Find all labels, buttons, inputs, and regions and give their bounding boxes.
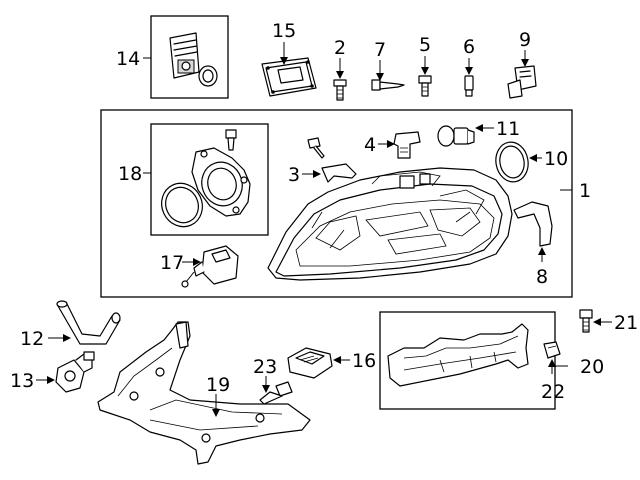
- callout-12: 12: [20, 328, 44, 350]
- callout-6: 6: [463, 36, 475, 58]
- part-4-bracket: [393, 131, 421, 159]
- callout-19: 19: [206, 374, 230, 396]
- part-5-bolt: [418, 75, 432, 97]
- part-23-bolt: [259, 381, 293, 405]
- callout-5: 5: [419, 34, 431, 56]
- part-15-ballast-module: [261, 57, 317, 97]
- part-7-screw: [371, 79, 405, 91]
- part-14-box: [150, 15, 229, 99]
- callout-13: 13: [10, 370, 34, 392]
- callout-1: 1: [579, 180, 591, 202]
- callout-20: 20: [580, 356, 604, 378]
- part-21-bolt: [579, 309, 593, 333]
- part-12-hose: [56, 300, 121, 345]
- callout-21: 21: [614, 312, 638, 334]
- part-11-bulb: [437, 125, 475, 147]
- callout-14: 14: [116, 48, 140, 70]
- part-22-clip: [543, 341, 561, 359]
- part-20-air-guide: [387, 323, 529, 387]
- callout-8: 8: [536, 266, 548, 288]
- callout-16: 16: [352, 350, 376, 372]
- part-18-box: [150, 123, 269, 236]
- part-19-mounting-bracket: [97, 321, 311, 465]
- part-8-trim-strip: [513, 201, 553, 247]
- part-9-bulb-socket: [507, 65, 537, 99]
- adjuster-screw: [307, 137, 325, 159]
- part-6-bulb: [464, 75, 474, 97]
- part-17-leveling-motor: [181, 245, 239, 288]
- callout-10: 10: [544, 148, 568, 170]
- callout-15: 15: [272, 20, 296, 42]
- callout-9: 9: [519, 29, 531, 51]
- part-14-control-module: [169, 32, 218, 87]
- callout-18: 18: [118, 163, 142, 185]
- part-10-dust-cap: [495, 141, 529, 183]
- part-16-control-unit: [287, 347, 333, 379]
- part-13-washer-pump: [55, 351, 95, 393]
- callout-22: 22: [541, 381, 565, 403]
- part-3-clip: [321, 163, 357, 183]
- callout-7: 7: [374, 39, 386, 61]
- headlamp-housing: [267, 167, 513, 281]
- callout-23: 23: [253, 356, 277, 378]
- part-18-gasket: [161, 182, 203, 228]
- headlamp-assembly-box: [100, 109, 573, 298]
- callout-11: 11: [496, 118, 520, 140]
- part-18-housing-ring: [191, 147, 251, 217]
- callout-17: 17: [160, 252, 184, 274]
- part-18-screw: [225, 129, 237, 151]
- callout-4: 4: [364, 134, 376, 156]
- callout-3: 3: [288, 164, 300, 186]
- callout-2: 2: [334, 37, 346, 59]
- part-2-bolt: [333, 79, 347, 101]
